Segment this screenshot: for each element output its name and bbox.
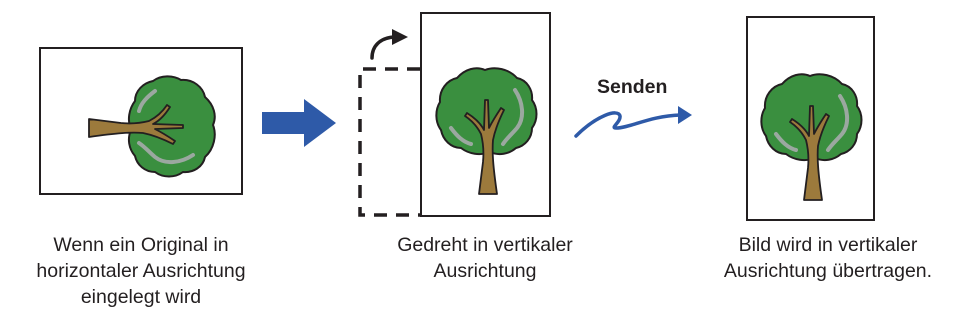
rotate-arrow-icon xyxy=(370,29,408,60)
transmit-wave-arrow-icon xyxy=(574,106,692,138)
send-label: Senden xyxy=(597,76,668,98)
horizontal-original-panel xyxy=(39,47,243,195)
caption-horizontal-original: Wenn ein Original in horizontaler Ausric… xyxy=(0,232,282,310)
tree-icon xyxy=(87,74,217,179)
arrow-right-icon xyxy=(262,99,336,147)
tree-icon xyxy=(759,72,864,202)
transmitted-vertical-panel xyxy=(746,16,875,221)
caption-line: Ausrichtung xyxy=(433,260,537,282)
caption-line: eingelegt wird xyxy=(80,286,202,308)
caption-line: horizontaler Ausrichtung xyxy=(36,260,246,282)
rotated-vertical-panel xyxy=(420,12,551,217)
caption-rotated-vertical: Gedreht in vertikaler Ausrichtung xyxy=(345,232,625,284)
caption-line: Gedreht in vertikaler xyxy=(397,234,573,256)
rotation-outline xyxy=(358,67,420,217)
caption-line: Ausrichtung übertragen. xyxy=(723,260,933,282)
caption-transmitted-vertical: Bild wird in vertikaler Ausrichtung über… xyxy=(696,232,960,284)
caption-line: Wenn ein Original in xyxy=(53,234,229,256)
tree-icon xyxy=(434,66,539,196)
caption-line: Bild wird in vertikaler xyxy=(738,234,918,256)
